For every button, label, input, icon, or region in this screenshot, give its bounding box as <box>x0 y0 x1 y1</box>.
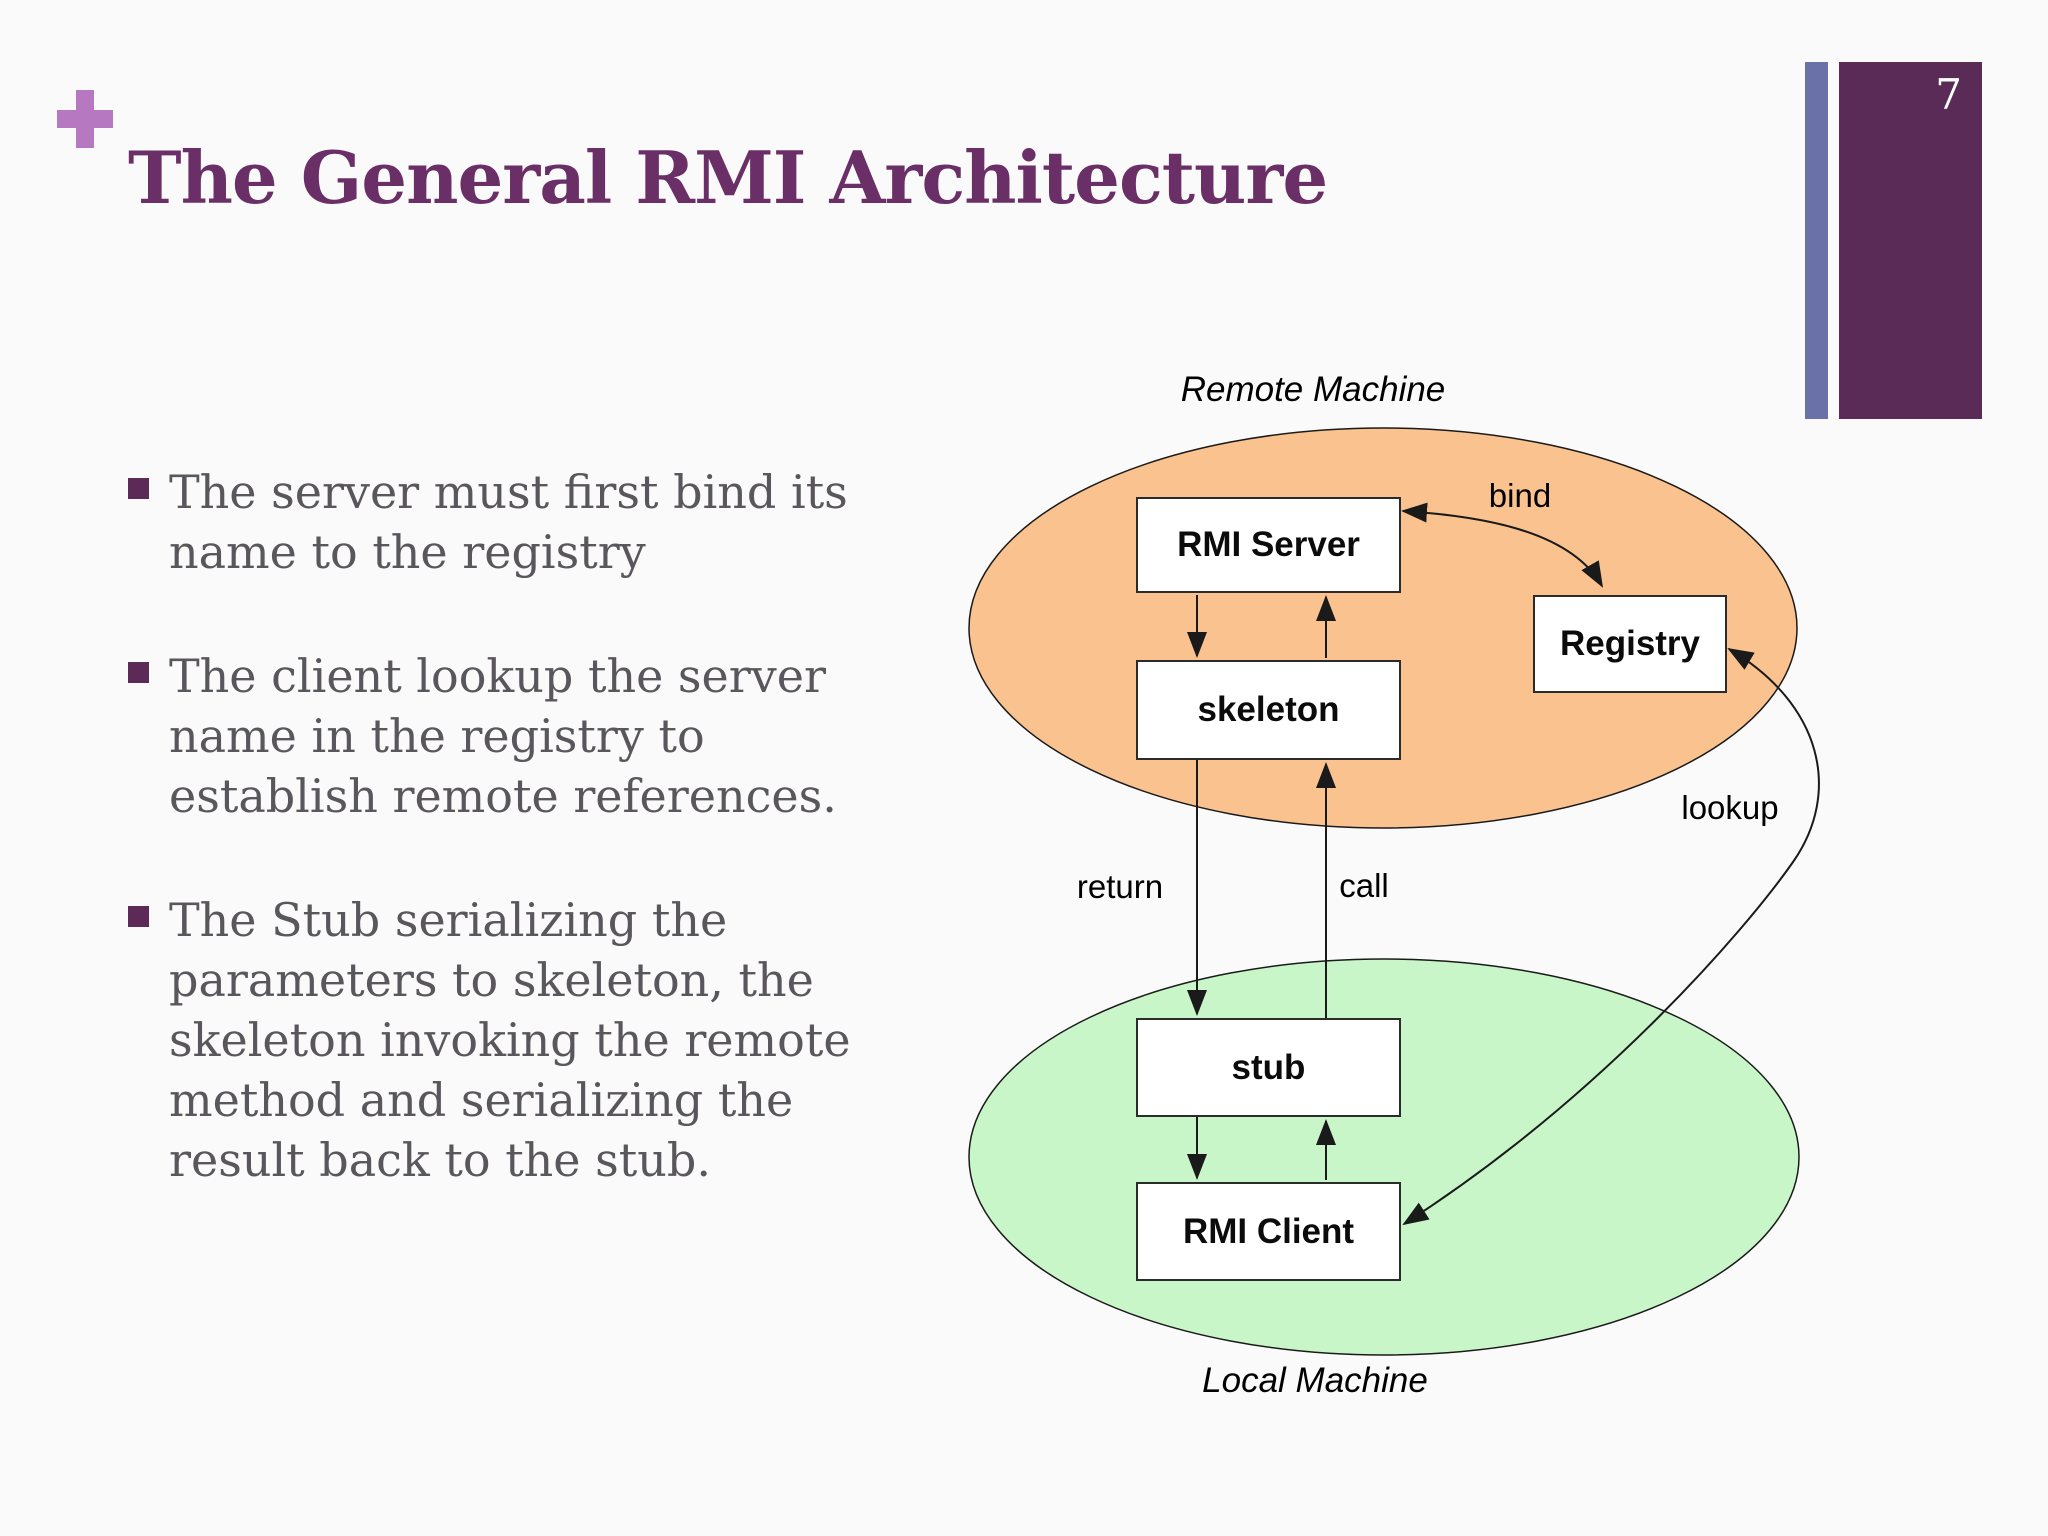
diagram-arrows <box>1187 502 1820 1226</box>
lookup-arrow <box>1402 647 1820 1226</box>
node-rmi-server: RMI Server <box>1136 497 1401 593</box>
bullet-text: The Stub serializing the parameters to s… <box>169 893 851 1187</box>
bullet-item: The Stub serializing the parameters to s… <box>128 890 918 1190</box>
bullet-text: The server must first bind its name to t… <box>169 465 848 579</box>
bullet-item: The server must first bind its name to t… <box>128 462 918 582</box>
lookup-edge-label: lookup <box>1681 789 1779 826</box>
local-machine-label: Local Machine <box>1202 1361 1428 1400</box>
plus-icon <box>57 90 113 148</box>
call-edge-label: call <box>1339 867 1389 904</box>
bullet-marker <box>128 906 149 927</box>
accent-band-purple <box>1839 62 1982 419</box>
bullet-text: The client lookup the server name in the… <box>169 649 837 823</box>
node-rmi-client: RMI Client <box>1136 1182 1401 1281</box>
bind-arrow <box>1401 502 1603 588</box>
accent-band-blue <box>1805 62 1828 419</box>
node-registry: Registry <box>1533 595 1727 693</box>
bullet-marker <box>128 662 149 683</box>
remote-machine-label: Remote Machine <box>1180 370 1446 409</box>
return-edge-label: return <box>1076 868 1164 905</box>
bind-edge-label: bind <box>1488 477 1552 514</box>
bullet-marker <box>128 478 149 499</box>
bullet-list: The server must first bind its name to t… <box>128 462 918 1254</box>
page-title: The General RMI Architecture <box>128 135 1328 220</box>
bullet-item: The client lookup the server name in the… <box>128 646 918 826</box>
node-skeleton: skeleton <box>1136 660 1401 760</box>
node-stub: stub <box>1136 1018 1401 1117</box>
page-number: 7 <box>1935 70 1962 119</box>
plus-icon-horizontal-bar <box>57 110 113 128</box>
